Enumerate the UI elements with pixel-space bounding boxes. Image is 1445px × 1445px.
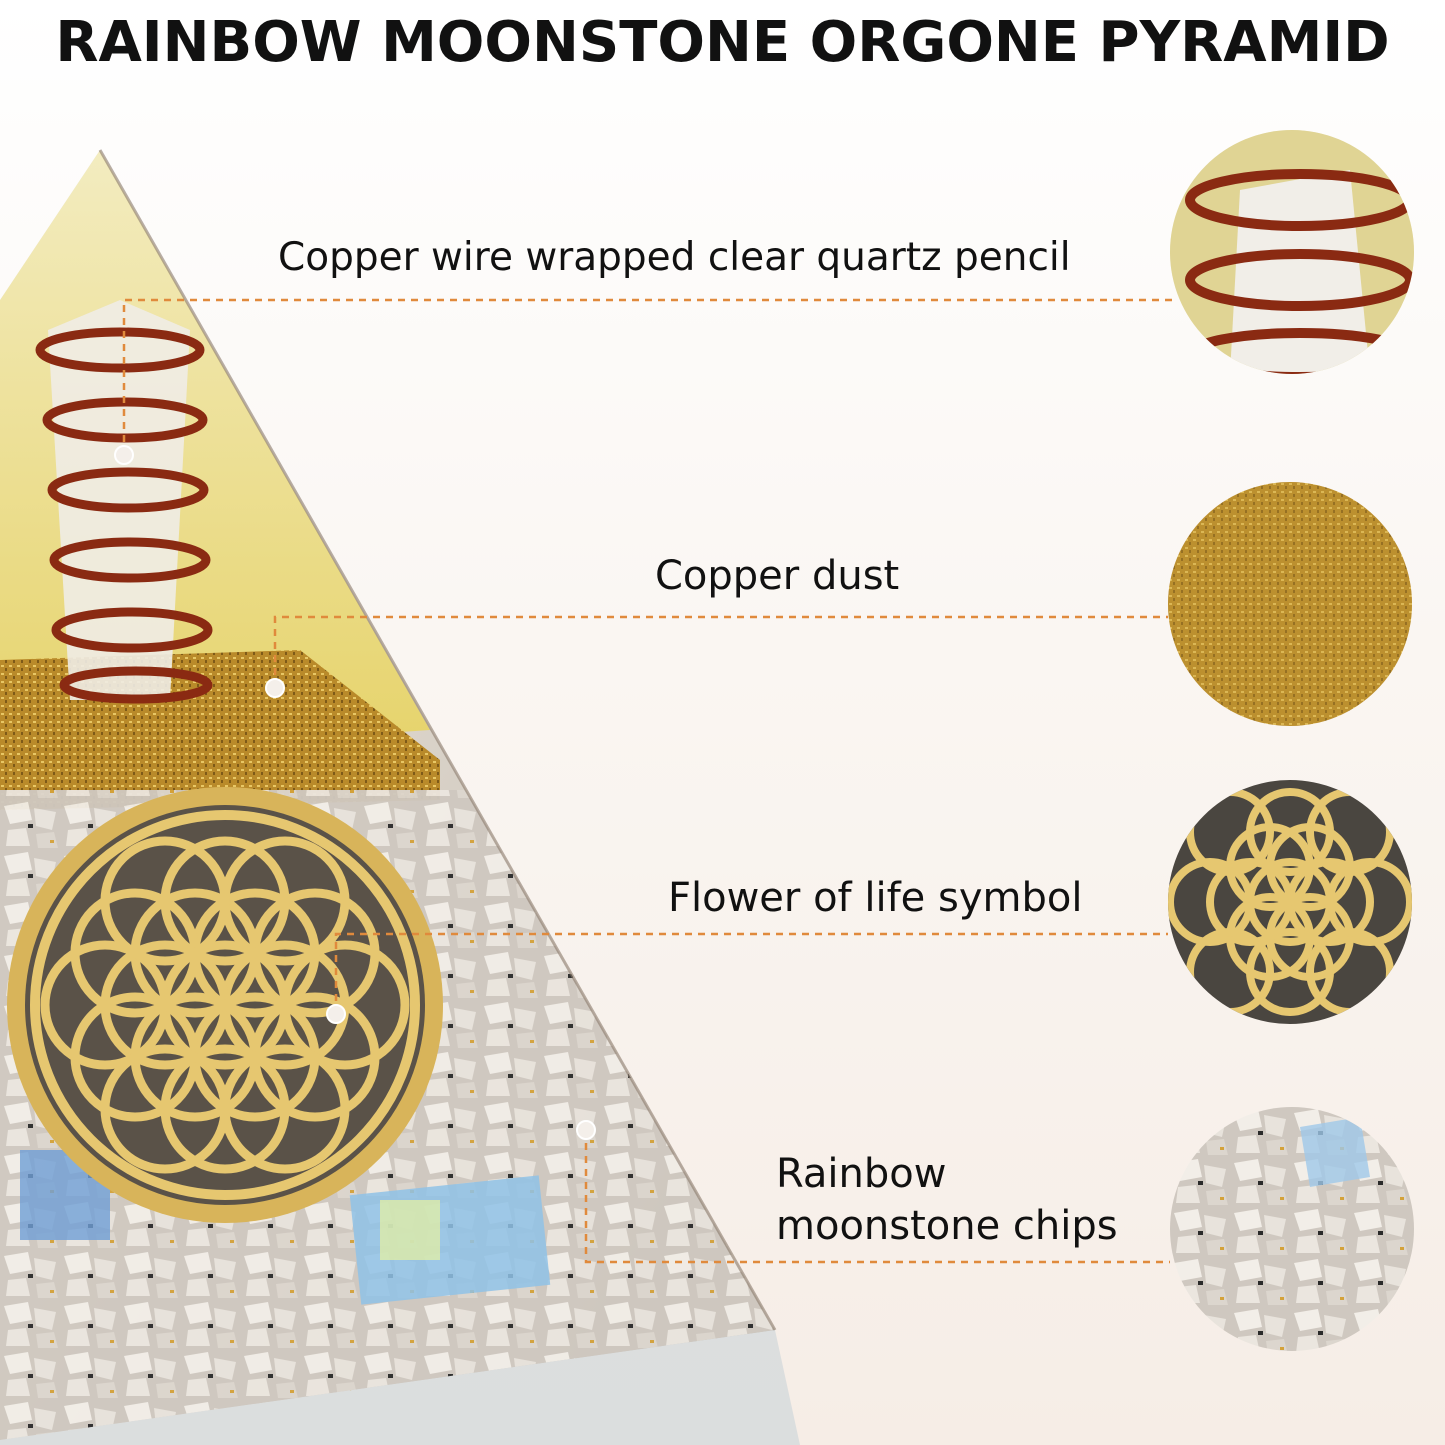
copper-dust-closeup-icon [1168, 482, 1412, 726]
moonstone-chips-closeup-icon [1170, 1107, 1414, 1351]
callout-label-flower-of-life: Flower of life symbol [668, 875, 1083, 921]
callout-label-line-1: Rainbow [776, 1151, 947, 1197]
flower-of-life-closeup-icon [1168, 780, 1412, 1024]
callout-label-moonstone-chips: Rainbow moonstone chips [776, 1148, 1118, 1252]
callout-label-copper-dust: Copper dust [655, 553, 900, 599]
copper-coil-closeup-icon [1170, 130, 1414, 374]
callout-label-copper-wire: Copper wire wrapped clear quartz pencil [278, 235, 1071, 280]
callout-label-line-2: moonstone chips [776, 1203, 1118, 1249]
page-title: RAINBOW MOONSTONE ORGONE PYRAMID [55, 10, 1390, 75]
